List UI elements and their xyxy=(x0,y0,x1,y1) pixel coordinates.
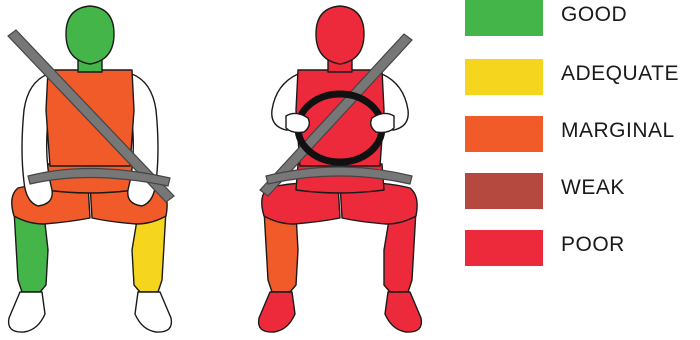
legend-swatch xyxy=(465,116,543,152)
legend-label: MARGINAL xyxy=(561,119,675,143)
legend-swatch xyxy=(465,0,543,36)
legend-item-weak: WEAK xyxy=(465,173,700,209)
legend-swatch xyxy=(465,59,543,95)
driver-head xyxy=(316,6,364,64)
driver-right-hand xyxy=(371,113,394,132)
driver-dummy xyxy=(259,6,422,332)
passenger-dummy xyxy=(8,6,174,332)
legend-label: POOR xyxy=(561,233,625,257)
legend-label: WEAK xyxy=(561,176,625,200)
legend-item-poor: POOR xyxy=(465,230,700,266)
legend-item-adequate: ADEQUATE xyxy=(465,59,700,95)
legend-item-good: GOOD xyxy=(465,0,700,36)
passenger-head xyxy=(66,6,114,64)
legend-label: GOOD xyxy=(561,3,627,27)
driver-left-foot xyxy=(259,292,295,332)
legend-swatch xyxy=(465,173,543,209)
passenger-left-foot xyxy=(9,292,45,332)
legend-item-marginal: MARGINAL xyxy=(465,116,700,152)
driver-right-foot xyxy=(385,292,421,332)
legend-label: ADEQUATE xyxy=(561,62,679,86)
driver-left-hand xyxy=(286,113,309,132)
passenger-right-foot xyxy=(135,292,171,332)
legend-swatch xyxy=(465,230,543,266)
